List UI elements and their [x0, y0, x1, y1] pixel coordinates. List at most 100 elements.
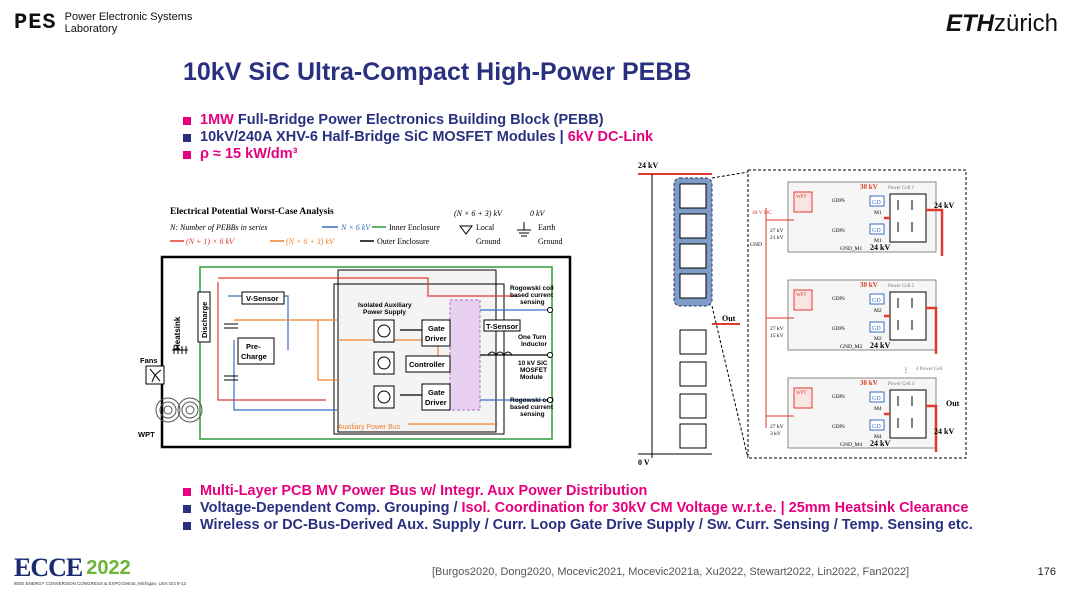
ecce-logo-subtitle: IEEE ENERGY CONVERSION CONGRESS & EXPO D…: [14, 581, 186, 586]
pre-charge-label2: Charge: [241, 352, 267, 361]
cell-gdps-top-label: GDPS: [832, 199, 845, 204]
bullet-text-part: Wireless or DC-Bus-Derived Aux. Supply /…: [200, 517, 973, 533]
bullet-text-part: Full-Bridge Power Electronics Building B…: [237, 112, 604, 128]
cell-name-label: Power Cell 4: [888, 382, 915, 387]
cell-switch-box: [889, 291, 927, 341]
wpt-coil-icon: [155, 397, 203, 423]
cell-switch-icon: [897, 298, 913, 330]
gnd-label: GND: [750, 242, 762, 248]
cell-switch-icon: [897, 200, 913, 232]
cell-power-link: [884, 208, 944, 256]
bullet-text-part: Voltage-Dependent Comp. Grouping /: [200, 500, 462, 516]
dc-link-capacitor-icon: [224, 323, 238, 381]
cell-30kv-label: 30 kV: [860, 183, 878, 191]
local-ground-value: (N × 6 + 3) kV: [454, 209, 503, 218]
cell-gnd-label: GND_M2: [840, 344, 863, 350]
power-cells: 30 kV Power Cell 1 27 kV 21 kV WPT GDPS GDPS GD…: [766, 181, 954, 452]
cell-gd-top-label: GD: [872, 298, 881, 304]
v0-label: 0 V: [638, 458, 650, 467]
upper-arm-switches: [679, 183, 707, 299]
cell-wpt-box: [793, 387, 813, 409]
sic-module-label3: Module: [520, 374, 543, 381]
controller-label: Controller: [409, 360, 445, 369]
cell-switch-icon: [897, 396, 913, 428]
sic-module-outline: [449, 299, 481, 411]
cell-gnd-label: GND_M1: [840, 246, 863, 252]
cell-wpt-label: WPT: [796, 391, 807, 396]
cell-name-label: Power Cell 1: [888, 186, 915, 191]
cell-vl2-label: 21 kV: [770, 235, 784, 241]
cell-gdps-bot-label: GDPS: [832, 327, 845, 332]
cell-gdps-top-label: GDPS: [832, 395, 845, 400]
cell-switch-box: [889, 193, 927, 243]
bullet-square: [183, 151, 191, 159]
gate-driver-top-box: [421, 319, 451, 347]
pes-logo-mark: PES: [14, 10, 57, 35]
earth-value: 0 kV: [530, 209, 546, 218]
v-sensor-label: V-Sensor: [246, 294, 279, 303]
bullet-text: Wireless or DC-Bus-Derived Aux. Supply /…: [200, 517, 973, 534]
bottom-bullet-list: Multi-Layer PCB MV Power Bus w/ Integr. …: [183, 483, 973, 534]
cell-24kv-label: 24 kV: [870, 243, 890, 252]
cell-vl2-label: 3 kV: [770, 431, 781, 437]
out-right-label: Out: [946, 399, 960, 408]
cell-vl1-label: 27 kV: [770, 424, 784, 430]
cell-24kv-right-label: 24 kV: [934, 427, 954, 436]
cell-gd-bot-label: GD: [872, 424, 881, 430]
gate-driver-bot-label1: Gate: [428, 388, 445, 397]
outer-enclosure: [160, 255, 572, 449]
top-bullet-list: 1MW Full-Bridge Power Electronics Buildi…: [183, 112, 653, 163]
bullet-text: ρ ≈ 15 kW/dm³: [200, 146, 298, 163]
cell-vl2-label: 15 kV: [770, 333, 784, 339]
earth-symbol: [517, 222, 531, 237]
cell-gdps-bot-label: GDPS: [832, 425, 845, 430]
cell-gd-bot-box: [869, 321, 885, 333]
controller-box: [405, 355, 451, 373]
cell-power-link: [884, 404, 938, 452]
bullet-item: 1MW Full-Bridge Power Electronics Buildi…: [183, 112, 653, 129]
cell-wpt-label: WPT: [796, 195, 807, 200]
cell-gd-top-box: [869, 195, 885, 207]
cell-gnd-label: GND_M4: [840, 442, 863, 448]
gate-driver-top-label2: Driver: [425, 334, 447, 343]
diagram-heading: Electrical Potential Worst-Case Analysis: [170, 207, 334, 217]
module-board: [333, 283, 505, 435]
cell-m-top-label: M4: [874, 406, 882, 412]
page-number: 176: [1037, 566, 1056, 578]
bullet-text-part: 10kV/240A XHV-6 Half-Bridge SiC MOSFET M…: [200, 129, 568, 145]
cell-m-bot-label: M1: [874, 238, 882, 244]
iso-aux-label1: Isolated Auxiliary: [358, 302, 412, 309]
eth-logo-rest: zürich: [993, 10, 1058, 37]
cell-m-top-label: M2: [874, 308, 882, 314]
bullet-item: Multi-Layer PCB MV Power Bus w/ Integr. …: [183, 483, 973, 500]
cell-power-link: [884, 306, 938, 354]
cell-switch-box: [889, 389, 927, 439]
cell-vl1-label: 27 kV: [770, 326, 784, 332]
bullet-item: ρ ≈ 15 kW/dm³: [183, 146, 653, 163]
lab-name-line2: Laboratory: [64, 22, 118, 35]
t-sensor-box: [483, 319, 521, 332]
legend-n63: (N × 6 + 3) kV: [286, 237, 335, 246]
pre-charge-box: [237, 337, 275, 365]
wpt-label: WPT: [138, 430, 155, 439]
lower-arm-switches: [679, 329, 707, 449]
pre-charge-label1: Pre-: [246, 342, 261, 351]
cell-24kv-label: 24 kV: [870, 439, 890, 448]
bullet-text: Voltage-Dependent Comp. Grouping / Isol.…: [200, 500, 968, 517]
rogowski-top-label3: sensing: [520, 299, 545, 306]
eth-logo: ETHzürich: [946, 10, 1058, 38]
bullet-square: [183, 117, 191, 125]
bullet-square: [183, 134, 191, 142]
v-sensor-box: [241, 291, 285, 305]
transformer-icons: [373, 319, 395, 409]
lab-logo: PES Power Electronic Systems Laboratory: [14, 10, 192, 35]
fan-icon: [145, 365, 165, 385]
gate-driver-bot-label2: Driver: [425, 398, 447, 407]
slide-title: 10kV SiC Ultra-Compact High-Power PEBB: [183, 58, 692, 86]
cell-m-bot-label: M4: [874, 434, 882, 440]
sic-module-label2: MOSFET: [520, 367, 547, 374]
terminal-icons: [547, 307, 553, 403]
zoom-line-top: [711, 171, 749, 179]
earth-label: Earth: [538, 223, 555, 232]
